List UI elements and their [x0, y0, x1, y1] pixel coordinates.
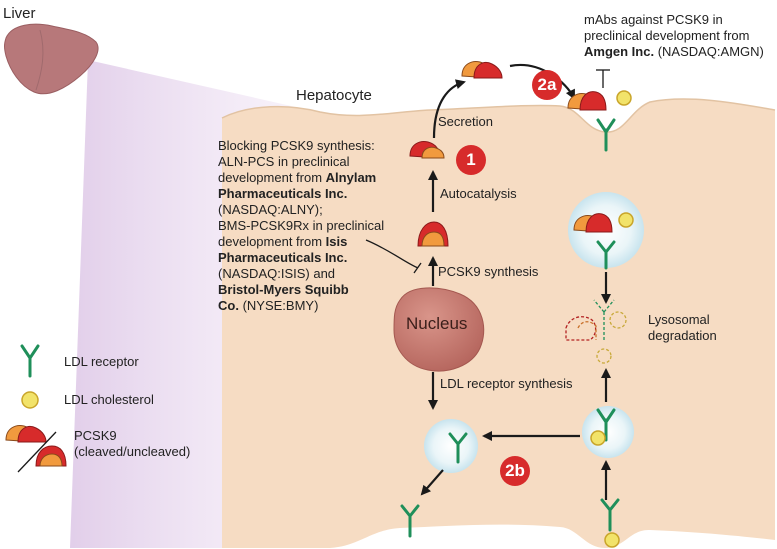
amgen-note-line: mAbs against PCSK9 in [584, 12, 764, 28]
lysosomal-degradation-label-2: degradation [648, 328, 717, 343]
ldl-receptor-synthesis-label: LDL receptor synthesis [440, 376, 573, 391]
note-segment: (NASDAQ:ALNY); [218, 202, 323, 217]
blocking-note-line: Bristol-Myers Squibb [218, 282, 384, 298]
autocatalysis-label: Autocatalysis [440, 186, 517, 201]
ldl-cholesterol [21, 90, 634, 548]
recycling-vesicle [424, 419, 478, 473]
uptake-vesicle [582, 406, 634, 458]
note-segment: Bristol-Myers Squibb [218, 282, 349, 297]
note-segment: mAbs against PCSK9 in [584, 12, 723, 27]
legend-pcsk9-1: PCSK9 [74, 428, 117, 443]
secretion-label: Secretion [438, 114, 493, 129]
blocking-note-line: (NASDAQ:ISIS) and [218, 266, 384, 282]
liver-label: Liver [3, 5, 36, 22]
legend-pcsk9-icons [5, 425, 67, 473]
blocking-note-line: Pharmaceuticals Inc. [218, 250, 384, 266]
ldl-receptors [20, 118, 620, 538]
blocking-note-line: development from Isis [218, 234, 384, 250]
amgen-note-line: preclinical development from [584, 28, 764, 44]
note-segment: Blocking PCSK9 synthesis: [218, 138, 375, 153]
blocking-note-line: Blocking PCSK9 synthesis: [218, 138, 384, 154]
note-segment: Co. [218, 298, 239, 313]
arrow-to-surface [420, 469, 444, 496]
pcsk9-synthesis-label: PCSK9 synthesis [438, 264, 539, 279]
note-segment: Pharmaceuticals Inc. [218, 186, 348, 201]
lysosomal-degradation-label-1: Lysosomal [648, 312, 710, 327]
blocking-note-line: Pharmaceuticals Inc. [218, 186, 384, 202]
badge-1: 1 [456, 145, 486, 175]
note-segment: Isis [325, 234, 348, 249]
inhibit-synthesis [365, 239, 419, 269]
legend-pcsk9-2: (cleaved/uncleaved) [74, 444, 191, 459]
note-segment: Amgen Inc. [584, 44, 655, 59]
arrow-secretion [432, 79, 466, 139]
note-segment: development from [218, 170, 326, 185]
blocking-note-line: ALN-PCS in preclinical [218, 154, 384, 170]
legend-ldl-cholesterol: LDL cholesterol [64, 392, 154, 407]
note-segment: (NASDAQ:AMGN) [654, 44, 764, 59]
note-segment: (NYSE:BMY) [238, 298, 319, 313]
note-segment: (NASDAQ:ISIS) and [218, 266, 336, 281]
note-segment: ALN-PCS in preclinical [218, 154, 350, 169]
amgen-note-line: Amgen Inc. (NASDAQ:AMGN) [584, 44, 764, 60]
nucleus [393, 287, 485, 372]
blocking-note: Blocking PCSK9 synthesis:ALN-PCS in prec… [218, 138, 384, 314]
blocking-note-line: (NASDAQ:ALNY); [218, 202, 384, 218]
liver-organ [4, 23, 99, 95]
badge-2a: 2a [532, 70, 562, 100]
note-segment: BMS-PCSK9Rx in preclinical [218, 218, 385, 233]
blocking-note-line: BMS-PCSK9Rx in preclinical [218, 218, 384, 234]
hepatocyte-label: Hepatocyte [296, 87, 372, 104]
legend-ldl-receptor: LDL receptor [64, 354, 139, 369]
note-segment: Alnylam [325, 170, 377, 185]
nucleus-label: Nucleus [406, 314, 468, 333]
blocking-note-line: Co. (NYSE:BMY) [218, 298, 384, 314]
note-segment: Pharmaceuticals Inc. [218, 250, 348, 265]
blocking-note-line: development from Alnylam [218, 170, 384, 186]
badge-2b: 2b [500, 456, 530, 486]
note-segment: development from [218, 234, 326, 249]
degraded-fragments [565, 299, 627, 364]
pcsk9-molecules [409, 61, 613, 247]
note-segment: preclinical development from [584, 28, 750, 43]
